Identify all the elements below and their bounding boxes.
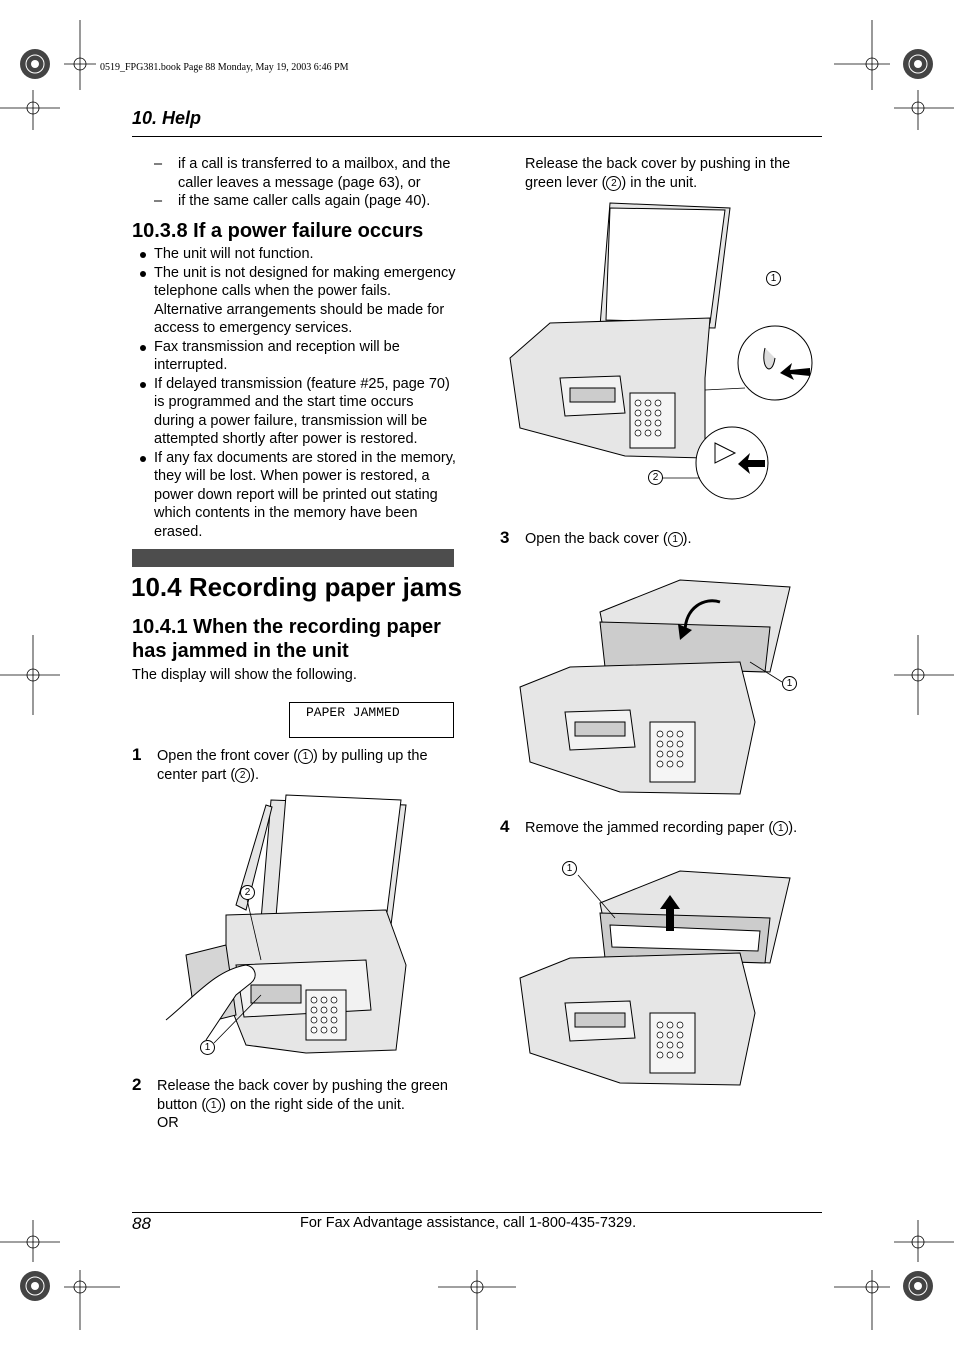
display-intro: The display will show the following. xyxy=(132,667,357,683)
fax-remove-jammed-paper-illustration xyxy=(519,870,791,1086)
lcd-display-box: PAPER JAMMED xyxy=(289,702,454,738)
step-2-number: 2 xyxy=(132,1075,142,1094)
callout-1-inline: 1 xyxy=(298,749,314,764)
recording-jams-subheading: 10.4.1 When the recording paper has jamm… xyxy=(132,616,441,662)
registration-mark-top-left xyxy=(20,49,50,79)
step-3-callout-1: 1 xyxy=(782,676,797,691)
section-bar xyxy=(132,549,454,567)
release-callout-2: 2 xyxy=(648,470,663,485)
list-item: The unit is not designed for making emer… xyxy=(132,264,457,338)
list-item: If delayed transmission (feature #25, pa… xyxy=(132,375,457,449)
callout-2-inline: 2 xyxy=(235,767,251,783)
header-rule xyxy=(132,136,822,137)
registration-mark-bottom-left xyxy=(20,1271,50,1301)
step-1-callout-2: 2 xyxy=(240,885,255,900)
step-2-or: OR xyxy=(157,1115,179,1131)
list-item: –if the same caller calls again (page 40… xyxy=(154,193,431,209)
step-1-number: 1 xyxy=(132,745,142,764)
step-1-text: Open the front cover (1) by pulling up t… xyxy=(157,748,428,783)
page-number: 88 xyxy=(132,1214,151,1233)
callout-2-inline: 2 xyxy=(606,175,622,191)
list-item: Fax transmission and reception will be i… xyxy=(132,338,457,375)
fax-front-cover-illustration xyxy=(165,794,407,1054)
step-4-callout-1: 1 xyxy=(562,861,577,876)
fax-open-back-cover-illustration xyxy=(519,579,791,795)
step-4-text: Remove the jammed recording paper (1). xyxy=(525,820,798,836)
print-header: 0519_FPG381.book Page 88 Monday, May 19,… xyxy=(100,62,349,73)
lcd-display-text: PAPER JAMMED xyxy=(306,705,400,720)
recording-jams-heading: 10.4 Recording paper jams xyxy=(131,572,462,602)
dash-list: –if a call is transferred to a mailbox, … xyxy=(132,155,457,211)
release-callout-1: 1 xyxy=(766,271,781,286)
callout-1-inline: 1 xyxy=(667,532,683,547)
step-2-text: Release the back cover by pushing the gr… xyxy=(157,1078,448,1131)
step-1-callout-1: 1 xyxy=(200,1040,215,1055)
list-item: If any fax documents are stored in the m… xyxy=(132,449,457,542)
fax-back-cover-release-illustration xyxy=(509,202,813,500)
release-lever-text: Release the back cover by pushing in the… xyxy=(525,156,791,191)
callout-1-inline: 1 xyxy=(773,821,789,836)
footer-rule xyxy=(132,1212,822,1213)
power-failure-bullets: The unit will not function. The unit is … xyxy=(132,245,457,541)
section-label: 10. Help xyxy=(132,108,202,128)
power-failure-heading: 10.3.8 If a power failure occurs xyxy=(132,220,424,242)
step-3-text: Open the back cover (1). xyxy=(525,531,692,547)
footer-assistance: For Fax Advantage assistance, call 1-800… xyxy=(300,1215,637,1231)
callout-1-inline: 1 xyxy=(206,1097,222,1113)
list-item: The unit will not function. xyxy=(132,245,457,264)
step-4-number: 4 xyxy=(500,817,510,836)
registration-mark-bottom-right xyxy=(903,1271,933,1301)
list-item: –if a call is transferred to a mailbox, … xyxy=(154,156,451,191)
registration-mark-top-right xyxy=(903,49,933,79)
step-3-number: 3 xyxy=(500,528,510,547)
